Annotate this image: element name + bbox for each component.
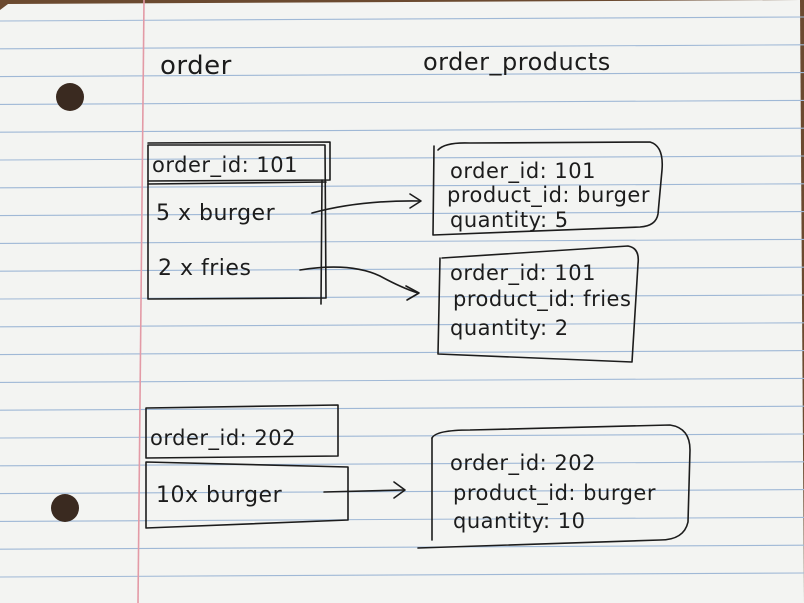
rule-line	[0, 461, 804, 467]
rule-line	[0, 433, 804, 439]
rule-line	[0, 405, 804, 411]
rule-line	[0, 350, 804, 356]
rule-line	[0, 183, 804, 189]
rule-line	[0, 127, 804, 133]
order-product-card-2: order_id: 101 product_id: fries quantity…	[437, 245, 640, 363]
rule-line	[0, 572, 804, 578]
rule-line	[0, 155, 804, 161]
op2-product-id: product_id: fries	[453, 287, 631, 312]
op3-order-id: order_id: 202	[450, 451, 596, 476]
rule-line	[0, 16, 804, 22]
rule-line	[0, 72, 804, 78]
order-line-burger: 5 x burger	[156, 201, 276, 226]
rule-line	[0, 99, 804, 105]
order-card-101: order_id: 101 5 x burger 2 x fries	[147, 141, 331, 305]
op2-quantity: quantity: 2	[450, 316, 569, 340]
rule-line	[0, 377, 804, 383]
order-line-burger-10: 10x burger	[156, 483, 283, 508]
arrow-burger-to-product	[311, 193, 422, 214]
heading-order: order	[160, 51, 232, 81]
order-product-card-3: order_id: 202 product_id: burger quantit…	[417, 424, 691, 549]
order-product-card-1: order_id: 101 product_id: burger quantit…	[432, 141, 664, 236]
rule-line	[0, 211, 804, 217]
op1-order-id: order_id: 101	[450, 159, 596, 184]
order-id-202: order_id: 202	[150, 426, 296, 451]
rule-line	[0, 516, 804, 522]
rule-line	[0, 44, 804, 50]
margin-line	[137, 0, 145, 603]
order-card-202: order_id: 202 10x burger	[145, 404, 349, 529]
rule-line	[0, 294, 804, 300]
op1-quantity: quantity: 5	[450, 208, 569, 232]
op1-product-id: product_id: burger	[447, 183, 650, 208]
op3-product-id: product_id: burger	[453, 481, 656, 506]
punch-hole	[51, 494, 79, 522]
arrow-fries-to-product	[299, 266, 420, 301]
rule-line	[0, 544, 804, 550]
op3-quantity: quantity: 10	[453, 509, 586, 533]
rule-line	[0, 238, 804, 244]
arrow-burger10-to-product	[323, 481, 406, 499]
order-line-fries: 2 x fries	[158, 256, 251, 281]
op2-order-id: order_id: 101	[450, 261, 596, 286]
order-id-101: order_id: 101	[152, 153, 298, 178]
rule-line	[0, 322, 804, 328]
heading-order-products: order_products	[423, 48, 611, 76]
punch-hole	[56, 83, 84, 111]
rule-line	[0, 266, 804, 272]
